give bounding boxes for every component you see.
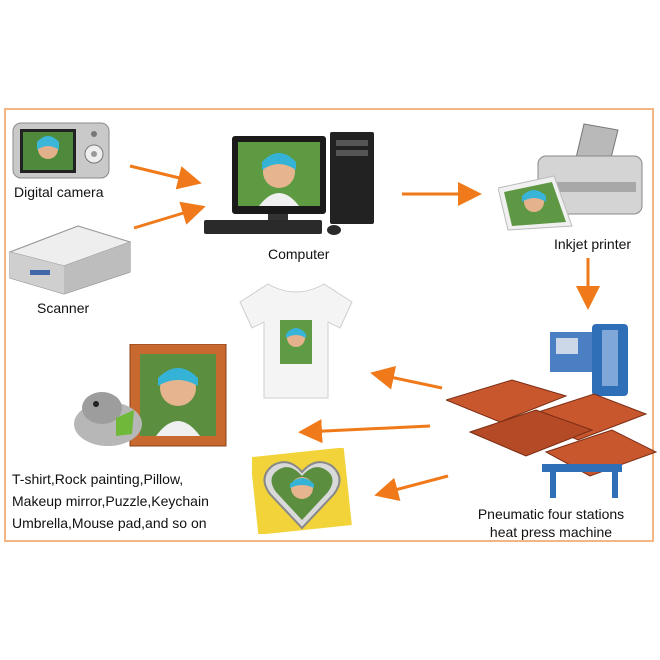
digital-camera-image [12,122,110,179]
press-label-line1: Pneumatic four stations [477,506,625,522]
product-line: Umbrella,Mouse pad,and so on [12,515,207,531]
product-line: T-shirt,Rock painting,Pillow, [12,471,184,487]
arrow-scanner-to-computer [133,201,206,230]
scanner-label: Scanner [37,300,90,316]
inkjet-printer-image [498,123,643,231]
scanner-image [8,225,132,295]
heart-mirror-image [252,448,352,534]
computer-label: Computer [268,246,330,262]
arrow-press-to-tshirt [370,365,443,390]
t-shirt-image [239,283,353,399]
photo-frame-image [74,344,227,447]
arrow-camera-to-computer [129,164,202,190]
arrow-press-to-heart [374,474,449,501]
product-line: Makeup mirror,Puzzle,Keychain [12,493,209,509]
printer-label: Inkjet printer [554,236,632,252]
camera-label: Digital camera [14,184,104,200]
computer-image [204,132,374,235]
diagram-frame [4,108,654,542]
arrow-press-to-frame [298,419,431,444]
press-label-line2: heat press machine [489,524,613,540]
product-list: T-shirt,Rock painting,Pillow, Makeup mir… [12,468,209,534]
heat-press-machine-image [446,324,658,498]
